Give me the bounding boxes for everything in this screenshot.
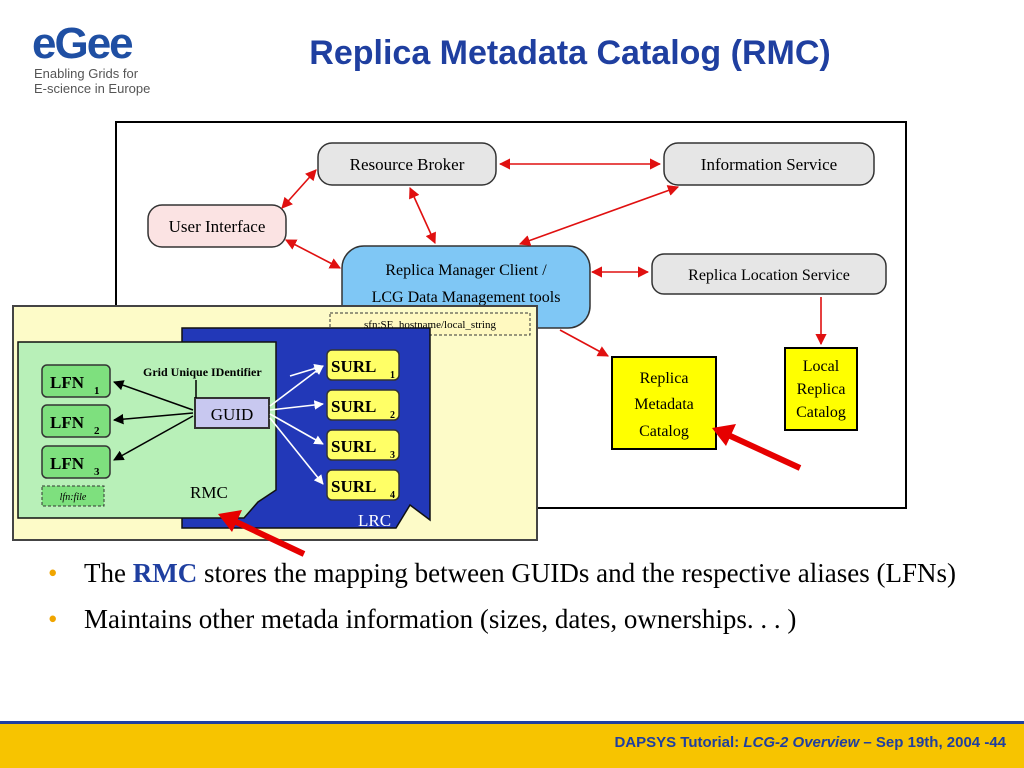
guid-to-surl-arrows xyxy=(269,363,324,485)
guid-label: GUID xyxy=(211,405,254,424)
egee-logo: eGee Enabling Grids for E-science in Eur… xyxy=(32,22,192,102)
bullet-marker-1: • xyxy=(48,558,58,588)
bullet-list: • The RMC stores the mapping between GUI… xyxy=(44,556,1004,648)
bullet-1-rest: stores the mapping between GUIDs and the… xyxy=(197,558,957,588)
bullet-marker-2: • xyxy=(48,604,58,634)
surl-box-1: SURL 1 xyxy=(326,349,400,381)
rmc-box-line2: Metadata xyxy=(634,396,694,413)
surl-box-2: SURL 2 xyxy=(326,389,400,421)
lfn-box-1: LFN 1 xyxy=(41,364,111,398)
lfn-1-label: LFN xyxy=(50,373,85,392)
replica-location-service-label: Replica Location Service xyxy=(688,267,850,284)
surl-4-sub: 4 xyxy=(390,490,395,501)
lfn-2-label: LFN xyxy=(50,413,85,432)
bullet-1-highlight: RMC xyxy=(132,558,198,588)
egee-logo-mark: eGee xyxy=(32,19,134,68)
rmc-sheet-label: RMC xyxy=(190,483,228,502)
surl-2-sub: 2 xyxy=(390,410,395,421)
surl-1-sub: 1 xyxy=(390,370,395,381)
pointer-arrows xyxy=(218,424,802,557)
egee-logo-line2: E-science in Europe xyxy=(34,81,151,96)
footer-text: DAPSYS Tutorial: LCG-2 Overview – Sep 19… xyxy=(614,734,1006,751)
replica-manager-label-line1: Replica Manager Client / xyxy=(385,262,547,279)
lrc-box-line2: Replica xyxy=(797,381,846,398)
lfn-box-2: LFN 2 xyxy=(41,404,111,438)
surl-3-sub: 3 xyxy=(390,450,395,461)
lfn-box-3: LFN 3 xyxy=(41,445,111,479)
bullet-item-2: • Maintains other metada information (si… xyxy=(44,602,1004,636)
information-service-label: Information Service xyxy=(701,155,837,174)
slide-title: Replica Metadata Catalog (RMC) xyxy=(309,34,831,72)
surl-box-4: SURL 4 xyxy=(326,469,400,501)
lrc-label: LRC xyxy=(358,511,391,530)
footer-italic: LCG-2 Overview xyxy=(743,734,860,751)
egee-logo-line1: Enabling Grids for xyxy=(34,66,139,81)
resource-broker-label: Resource Broker xyxy=(350,155,465,174)
rmc-box-line1: Replica xyxy=(640,370,689,387)
resource-broker-box: Resource Broker xyxy=(317,142,497,186)
lfn-3-sub: 3 xyxy=(94,466,100,478)
lrc-box-line1: Local xyxy=(803,358,840,375)
connector-arrows xyxy=(281,158,827,357)
surl-box-3: SURL 3 xyxy=(326,429,400,461)
guid-to-lfn-arrows xyxy=(112,380,197,461)
lfn-1-sub: 1 xyxy=(94,385,100,397)
bullet-2-text: Maintains other metada information (size… xyxy=(84,604,797,634)
grid-unique-identifier-label: Grid Unique IDentifier xyxy=(143,365,262,379)
replica-metadata-catalog-box: Replica Metadata Catalog xyxy=(611,356,717,450)
surl-4-label: SURL xyxy=(331,477,376,496)
surl-3-label: SURL xyxy=(331,437,376,456)
replica-manager-label-line2: LCG Data Management tools xyxy=(372,289,561,306)
lrc-box-line3: Catalog xyxy=(796,404,846,421)
user-interface-label: User Interface xyxy=(169,217,266,236)
lfn-2-sub: 2 xyxy=(94,425,100,437)
user-interface-box: User Interface xyxy=(147,204,287,248)
rmc-lrc-inset: sfn:SE_hostname/local_string LRC RMC Gri… xyxy=(12,305,538,541)
bullet-item-1: • The RMC stores the mapping between GUI… xyxy=(44,556,1004,590)
footer-suffix: – Sep 19th, 2004 -44 xyxy=(859,734,1006,751)
local-replica-catalog-box: Local Replica Catalog xyxy=(784,347,858,431)
bullet-1-prefix: The xyxy=(84,558,133,588)
surl-2-label: SURL xyxy=(331,397,376,416)
lfn-3-label: LFN xyxy=(50,454,85,473)
information-service-box: Information Service xyxy=(663,142,875,186)
footer-prefix: DAPSYS Tutorial: xyxy=(614,734,744,751)
rmc-box-line3: Catalog xyxy=(639,423,689,440)
surl-1-label: SURL xyxy=(331,357,376,376)
architecture-diagram: Resource Broker Information Service User… xyxy=(12,121,907,557)
replica-location-service-box: Replica Location Service xyxy=(651,253,887,295)
lfn-file-label: lfn:file xyxy=(60,492,87,503)
footer-bar: DAPSYS Tutorial: LCG-2 Overview – Sep 19… xyxy=(0,721,1024,768)
